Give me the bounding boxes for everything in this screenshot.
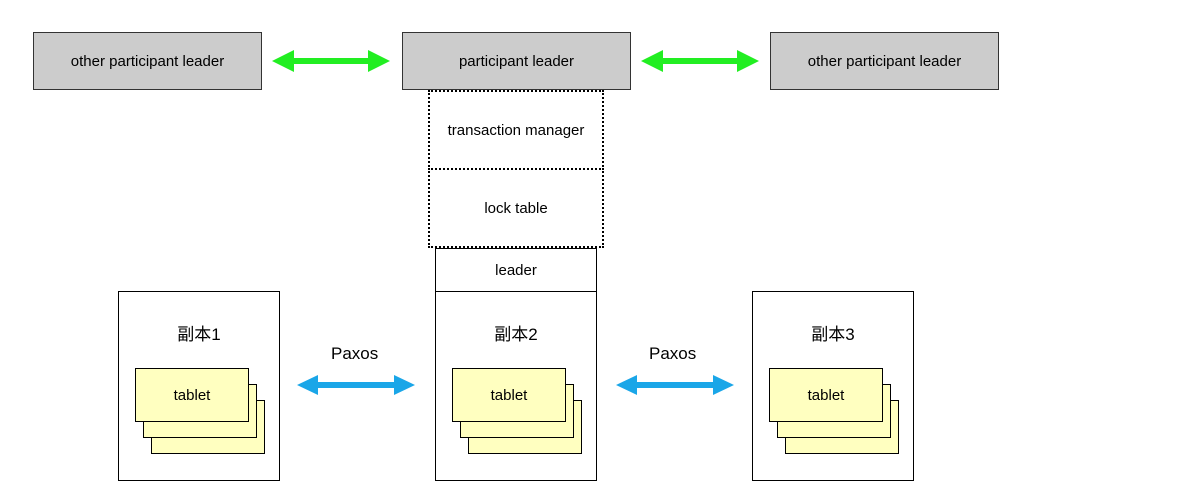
transaction-manager-box: transaction manager [428,90,604,170]
leader-box: leader [435,248,597,293]
other-participant-leader-left: other participant leader [33,32,262,90]
lock-table-label: lock table [484,199,548,217]
other-participant-leader-right-label: other participant leader [807,52,962,70]
replica-1: 副本1 tablet [118,291,280,481]
tablet-label: tablet [807,386,845,404]
participant-leader-box: participant leader [402,32,631,90]
leader-label: leader [495,262,537,279]
tablet-label: tablet [173,386,211,404]
participant-leader-label: participant leader [458,52,575,70]
paxos-double-arrow-right [616,375,734,395]
tablet-label: tablet [490,386,528,404]
paxos-double-arrow-left [297,375,415,395]
replica-1-title: 副本1 [177,325,221,344]
lock-table-box: lock table [428,168,604,248]
replica-3-title: 副本3 [811,325,855,344]
other-participant-leader-left-label: other participant leader [70,52,225,70]
paxos-label-right: Paxos [649,344,697,363]
tablet-front: tablet [135,368,249,422]
other-participant-leader-right: other participant leader [770,32,999,90]
tablet-front: tablet [452,368,566,422]
green-double-arrow-left [272,50,390,72]
replica-3: 副本3 tablet [752,291,914,481]
replica-2: 副本2 tablet [435,291,597,481]
tablet-front: tablet [769,368,883,422]
paxos-label-left: Paxos [331,344,379,363]
green-double-arrow-right [641,50,759,72]
transaction-manager-label: transaction manager [447,121,585,139]
replica-2-title: 副本2 [494,325,538,344]
